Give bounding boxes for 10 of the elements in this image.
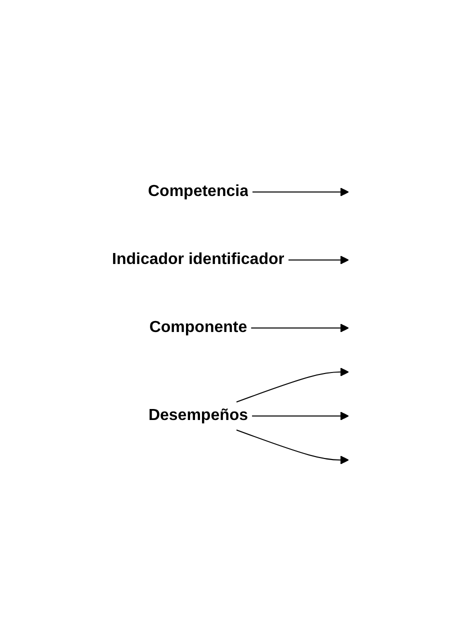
arrow: [288, 255, 349, 264]
text-label: Competencia: [148, 182, 248, 200]
arrow: [250, 323, 349, 332]
text-label: Desempeños: [148, 406, 248, 424]
arrow: [236, 429, 349, 464]
arrow: [251, 411, 349, 420]
arrow: [236, 367, 349, 402]
text-label: Componente: [149, 318, 247, 336]
arrow: [252, 187, 349, 196]
text-label: Indicador identificador: [112, 250, 284, 268]
